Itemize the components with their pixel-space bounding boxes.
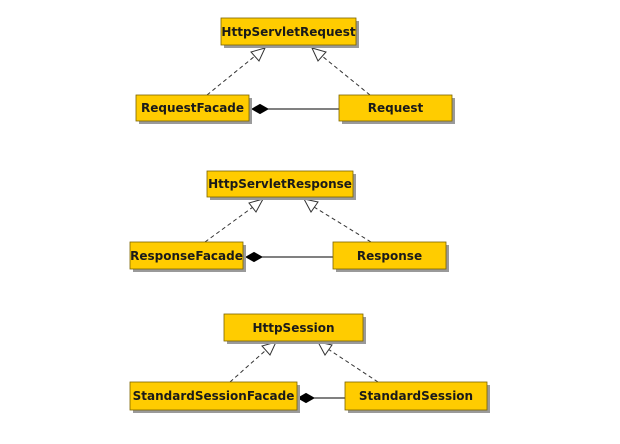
class-box-requestfacade: RequestFacade (135, 94, 252, 124)
composition-diamond (296, 392, 316, 404)
class-box-response: Response (332, 241, 449, 272)
realization-request-to-httpservletrequest (321, 55, 371, 96)
class-name: Request (368, 101, 424, 115)
group-session: HttpSession StandardSessionFacade Standa… (129, 313, 490, 413)
realization-standardsessionfacade-to-httpsession (229, 349, 267, 383)
realization-response-to-httpservletresponse (313, 206, 372, 243)
class-box-httpservletrequest: HttpServletRequest (220, 17, 359, 48)
class-box-httpsession: HttpSession (223, 313, 366, 344)
class-name: HttpServletResponse (208, 177, 352, 191)
class-name: HttpServletRequest (221, 25, 355, 39)
composition-diamond (250, 103, 270, 115)
realization-responsefacade-to-httpservletresponse (204, 206, 254, 243)
class-box-httpservletresponse: HttpServletResponse (206, 170, 356, 200)
class-name: HttpSession (252, 321, 334, 335)
class-name: StandardSession (359, 389, 473, 403)
class-box-standardsession: StandardSession (344, 381, 490, 413)
class-box-responsefacade: ResponseFacade (129, 241, 246, 272)
class-name: ResponseFacade (130, 249, 243, 263)
realization-arrowhead (311, 47, 327, 62)
composition-diamond (244, 251, 264, 263)
class-name: RequestFacade (141, 101, 244, 115)
class-name: Response (357, 249, 422, 263)
realization-arrowhead (303, 198, 319, 213)
realization-arrowhead (248, 198, 265, 213)
class-box-standardsessionfacade: StandardSessionFacade (129, 381, 300, 413)
realization-standardsession-to-httpsession (327, 348, 379, 383)
group-response: HttpServletResponse ResponseFacade Respo… (129, 170, 449, 272)
group-request: HttpServletRequest RequestFacade Request (135, 17, 455, 124)
realization-arrowhead (250, 47, 266, 62)
class-box-request: Request (338, 94, 455, 124)
realization-requestfacade-to-httpservletrequest (206, 55, 256, 96)
class-name: StandardSessionFacade (133, 389, 295, 403)
